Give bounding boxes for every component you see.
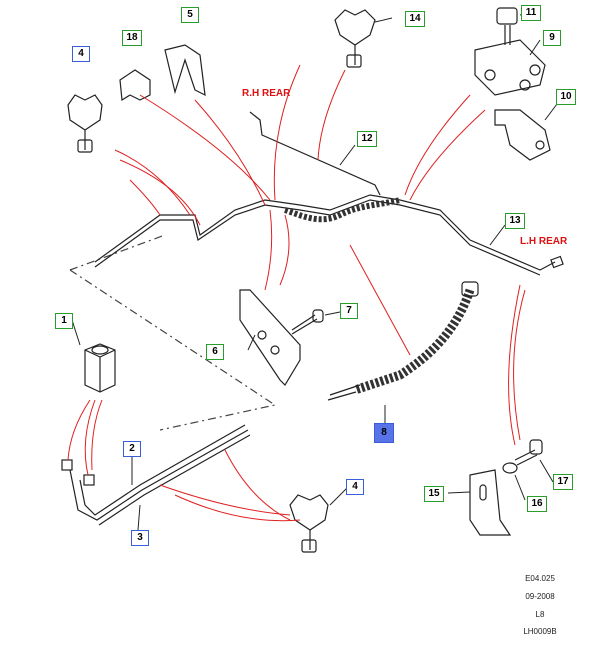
lower-pipe xyxy=(79,424,246,516)
callout-4-upper[interactable]: 4 xyxy=(72,46,90,62)
callout-3[interactable]: 3 xyxy=(131,530,149,546)
ref-date: 09-2008 xyxy=(525,592,555,601)
brake-hose-8 xyxy=(353,288,475,395)
callout-1[interactable]: 1 xyxy=(55,313,73,329)
clip-4-upper xyxy=(67,94,103,150)
clip-14 xyxy=(334,9,376,65)
bracket-6 xyxy=(239,289,301,386)
callout-13[interactable]: 13 xyxy=(505,213,525,229)
dashed-outline xyxy=(69,234,277,431)
callout-5[interactable]: 5 xyxy=(181,7,199,23)
lh-rear-label: L.H REAR xyxy=(520,236,568,247)
leader-lines xyxy=(67,64,526,522)
clip-4-lower xyxy=(289,494,329,550)
callout-8[interactable]: 8 xyxy=(374,423,394,443)
callout-12[interactable]: 12 xyxy=(357,131,377,147)
rh-rear-label: R.H REAR xyxy=(242,88,291,99)
ref-diagram-id: LH0009B xyxy=(523,627,557,636)
main-pipe-upper xyxy=(94,194,556,271)
clip-18 xyxy=(119,69,151,102)
callout-18[interactable]: 18 xyxy=(122,30,142,46)
bolt-7 xyxy=(291,314,318,335)
callout-11[interactable]: 11 xyxy=(521,5,541,21)
callout-10[interactable]: 10 xyxy=(556,89,576,105)
callout-9[interactable]: 9 xyxy=(543,30,561,46)
ref-section: L8 xyxy=(535,610,545,619)
ref-code: E04.025 xyxy=(525,574,555,583)
tee-piece-9 xyxy=(474,39,546,96)
rh-rear-pipe xyxy=(249,111,381,196)
clip-5 xyxy=(164,44,206,97)
clip-15 xyxy=(469,469,512,536)
washer-16 xyxy=(502,462,518,474)
callout-16[interactable]: 16 xyxy=(527,496,547,512)
bracket-10 xyxy=(494,109,551,161)
callout-7[interactable]: 7 xyxy=(340,303,358,319)
callout-14[interactable]: 14 xyxy=(405,11,425,27)
main-flex-hose xyxy=(284,197,401,223)
callout-6[interactable]: 6 xyxy=(206,344,224,360)
callout-15[interactable]: 15 xyxy=(424,486,444,502)
bolt-11 xyxy=(504,25,511,45)
callout-17[interactable]: 17 xyxy=(553,474,573,490)
union-nut-1 xyxy=(84,343,116,393)
callout-2[interactable]: 2 xyxy=(123,441,141,457)
bolt-17 xyxy=(514,449,538,466)
callout-4-lower[interactable]: 4 xyxy=(346,479,364,495)
